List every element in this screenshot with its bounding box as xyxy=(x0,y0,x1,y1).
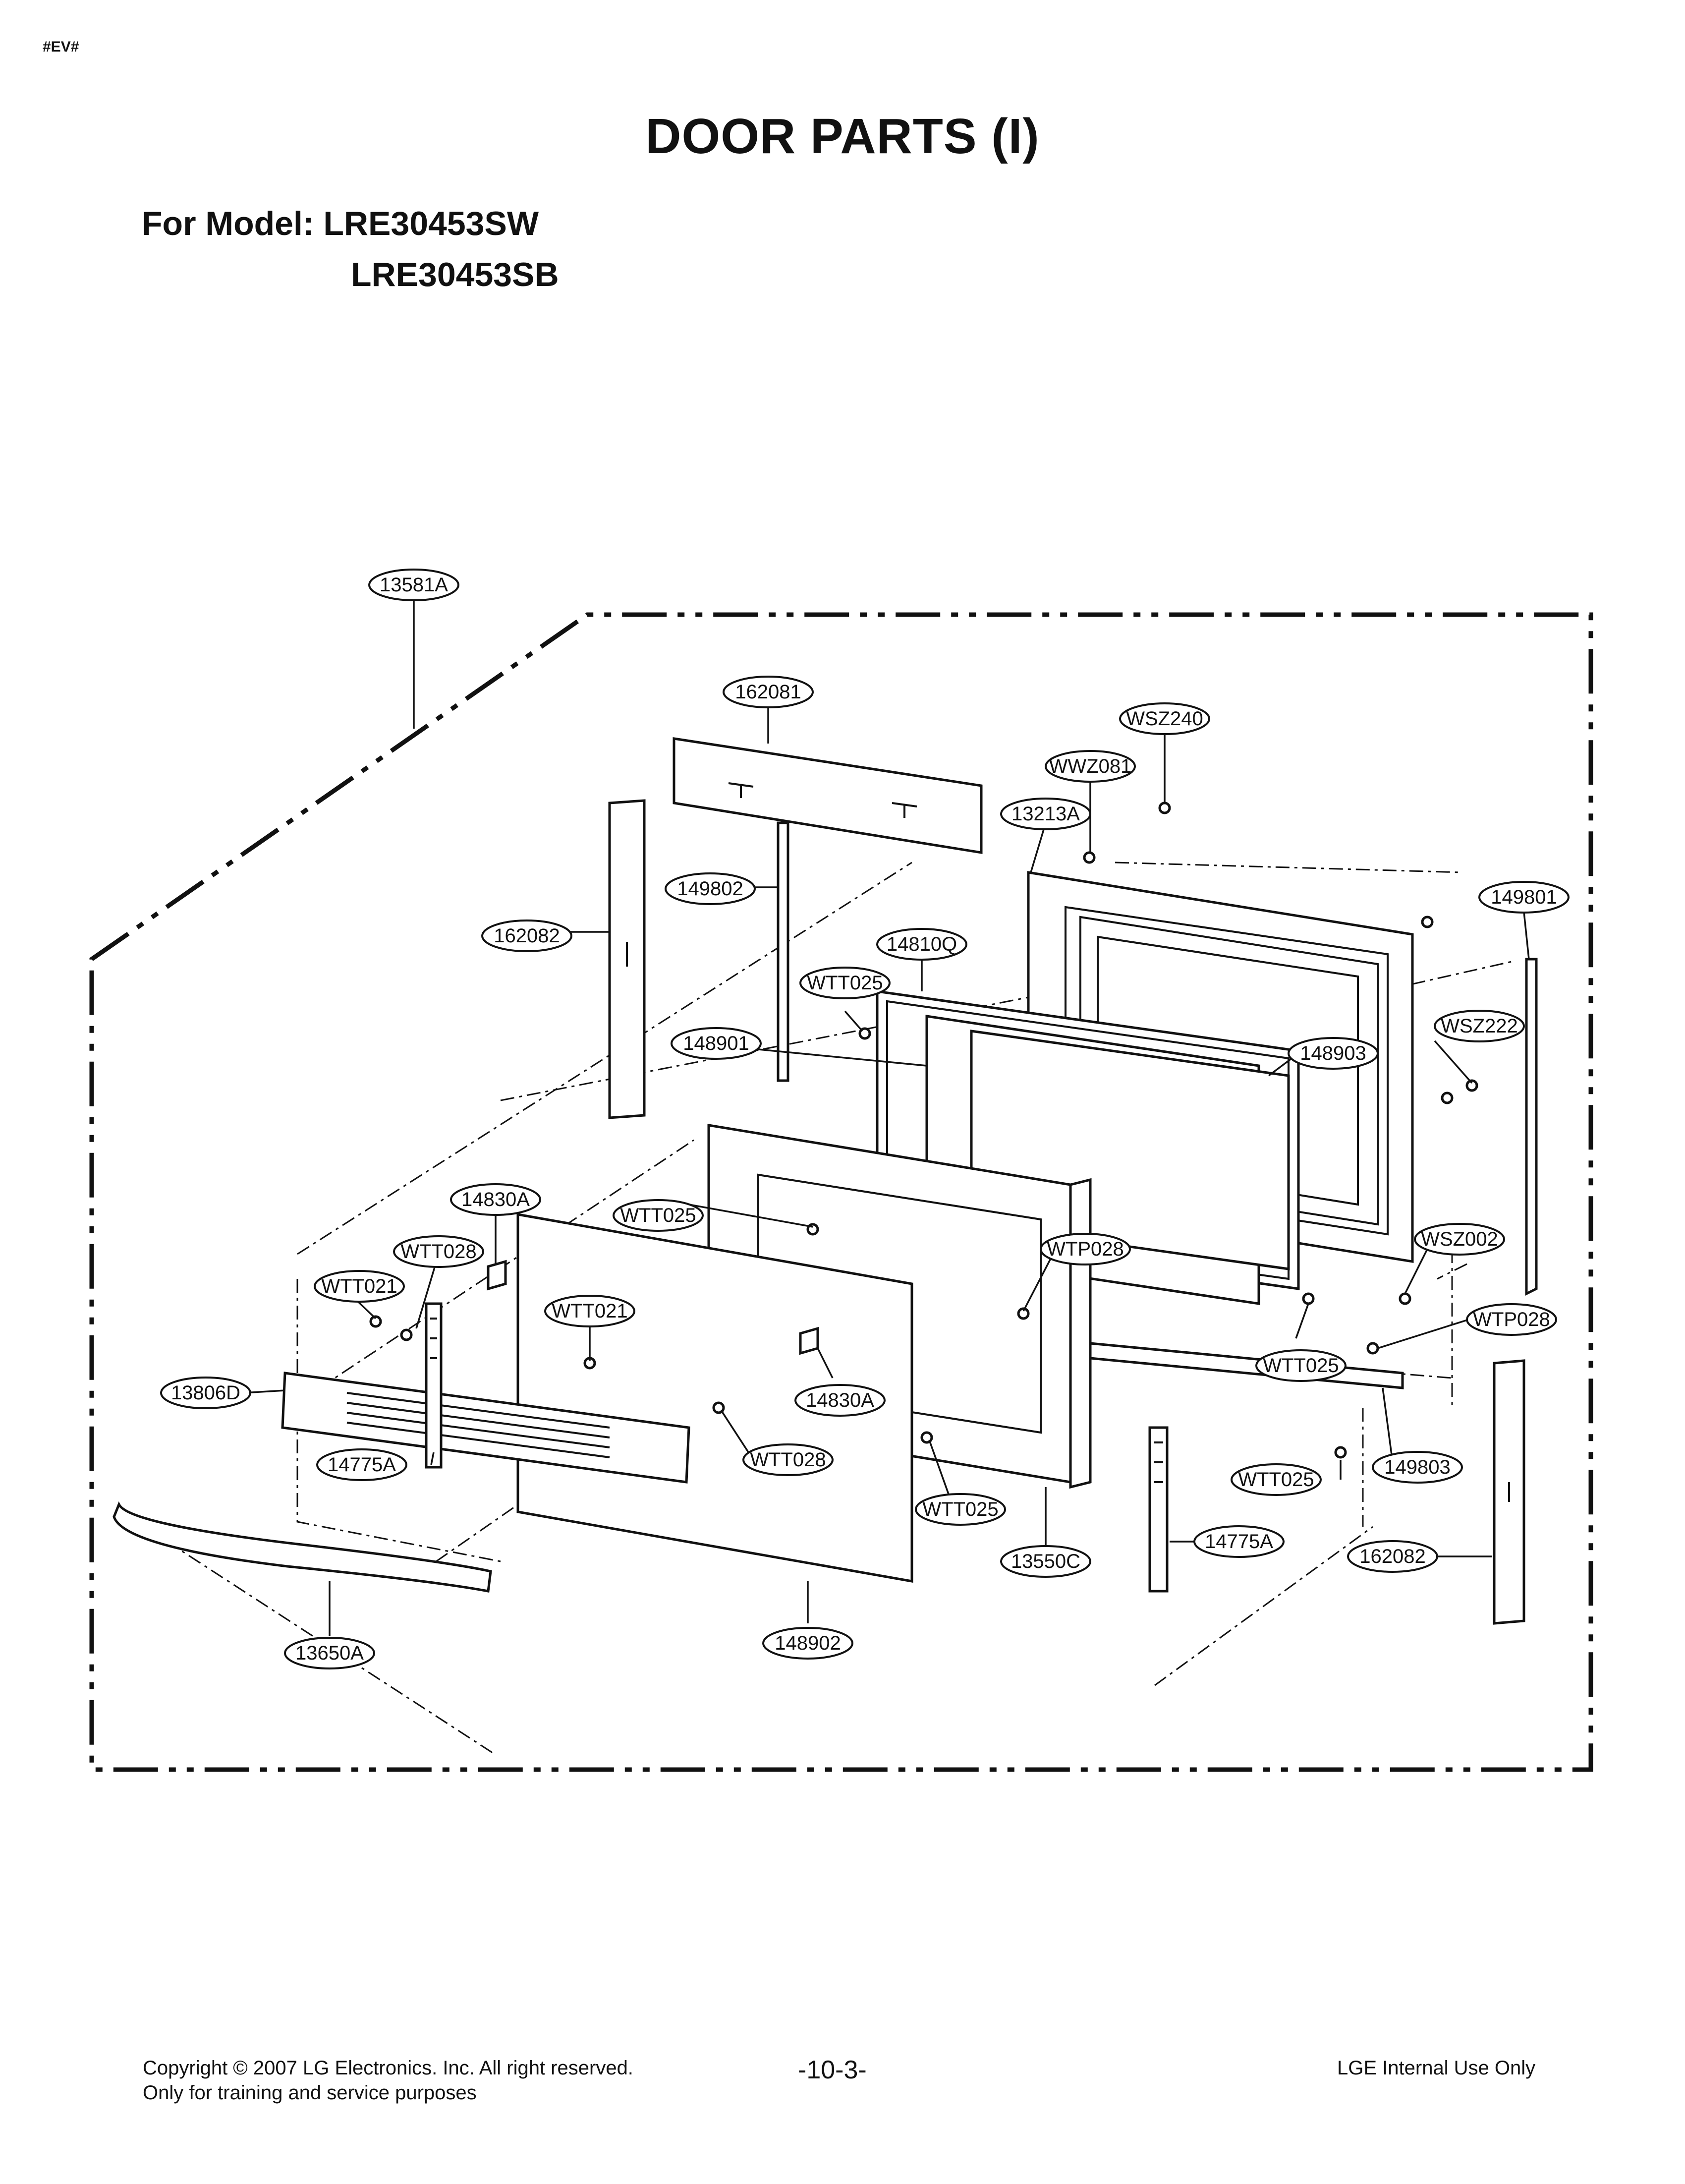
callout-13550C: 13550C xyxy=(1000,1545,1091,1578)
svg-text:162082: 162082 xyxy=(494,925,560,947)
callout-WWZ081: WWZ081 xyxy=(1045,750,1136,783)
copyright-notice: Copyright © 2007 LG Electronics. Inc. Al… xyxy=(143,2057,633,2079)
callout-WTT025-c: WTT025 xyxy=(1255,1349,1347,1382)
callout-WTP028-b: WTP028 xyxy=(1466,1303,1557,1336)
svg-text:13581A: 13581A xyxy=(380,574,448,596)
callout-148903: 148903 xyxy=(1288,1037,1379,1070)
svg-text:14775A: 14775A xyxy=(328,1454,396,1476)
svg-text:WWZ081: WWZ081 xyxy=(1049,755,1132,777)
callout-WTT021-b: WTT021 xyxy=(544,1295,635,1327)
callout-148902: 148902 xyxy=(762,1627,853,1660)
svg-text:WTT025: WTT025 xyxy=(807,972,883,994)
document-tag: #EV# xyxy=(43,39,79,55)
svg-text:WSZ222: WSZ222 xyxy=(1441,1015,1518,1037)
svg-text:14810Q: 14810Q xyxy=(887,933,957,955)
model-alt: LRE30453SB xyxy=(351,256,559,293)
svg-text:14830A: 14830A xyxy=(461,1189,530,1210)
svg-text:WTT025: WTT025 xyxy=(1263,1355,1339,1377)
part-149803 xyxy=(1089,1342,1404,1389)
svg-text:WTP028: WTP028 xyxy=(1473,1309,1550,1330)
svg-text:13650A: 13650A xyxy=(295,1642,364,1664)
callout-149803: 149803 xyxy=(1372,1451,1463,1484)
callout-14810Q: 14810Q xyxy=(876,928,967,961)
part-14830A-lower xyxy=(799,1326,819,1355)
svg-text:148901: 148901 xyxy=(683,1033,749,1054)
callout-WTT025-b: WTT025 xyxy=(613,1199,704,1232)
part-14775A-right xyxy=(1148,1426,1169,1593)
callout-162081: 162081 xyxy=(723,676,814,708)
page-number: -10-3- xyxy=(798,2056,867,2084)
svg-text:WTP028: WTP028 xyxy=(1047,1238,1124,1260)
callout-WSZ240: WSZ240 xyxy=(1119,702,1210,735)
part-13650A xyxy=(112,1501,492,1593)
part-14830A-upper xyxy=(487,1260,507,1291)
svg-text:WTT025: WTT025 xyxy=(620,1205,696,1226)
callout-14830A-lower: 14830A xyxy=(794,1384,886,1417)
callout-13213A: 13213A xyxy=(1000,798,1091,830)
model-label: For Model: LRE30453SW xyxy=(142,205,539,242)
callout-14775A-right: 14775A xyxy=(1193,1525,1285,1558)
callout-WTP028-a: WTP028 xyxy=(1040,1233,1131,1265)
callout-WTT021-a: WTT021 xyxy=(314,1270,405,1303)
callout-148901: 148901 xyxy=(671,1027,762,1060)
svg-text:13213A: 13213A xyxy=(1011,803,1080,825)
part-162082-left xyxy=(608,799,646,1119)
svg-text:WSZ002: WSZ002 xyxy=(1421,1228,1498,1250)
svg-text:149801: 149801 xyxy=(1491,886,1557,908)
training-notice: Only for training and service purposes xyxy=(143,2082,477,2104)
callout-WSZ002: WSZ002 xyxy=(1414,1223,1505,1256)
part-162081 xyxy=(673,737,983,854)
callout-14775A-left: 14775A xyxy=(316,1448,407,1481)
svg-text:14830A: 14830A xyxy=(806,1389,874,1411)
page-title: DOOR PARTS (I) xyxy=(645,109,1040,164)
callout-13806D: 13806D xyxy=(160,1377,251,1409)
svg-text:149802: 149802 xyxy=(677,878,743,900)
svg-text:WTT021: WTT021 xyxy=(321,1275,397,1297)
svg-text:162082: 162082 xyxy=(1359,1546,1425,1567)
callout-WTT028-b: WTT028 xyxy=(742,1443,834,1476)
svg-text:149803: 149803 xyxy=(1384,1456,1450,1478)
svg-text:WTT021: WTT021 xyxy=(552,1300,627,1322)
callout-WTT025-d: WTT025 xyxy=(915,1493,1006,1526)
callout-WTT028-a: WTT028 xyxy=(393,1235,484,1268)
callout-13650A: 13650A xyxy=(284,1637,375,1669)
internal-use-notice: LGE Internal Use Only xyxy=(1337,2057,1536,2079)
callout-149802: 149802 xyxy=(665,872,756,905)
callout-149801: 149801 xyxy=(1478,881,1570,914)
svg-text:WTT025: WTT025 xyxy=(922,1498,998,1520)
callout-WSZ222: WSZ222 xyxy=(1434,1010,1525,1042)
callout-13581A: 13581A xyxy=(368,569,459,601)
svg-text:14775A: 14775A xyxy=(1205,1531,1273,1552)
callout-162082-left: 162082 xyxy=(481,920,572,952)
part-162082-right xyxy=(1493,1359,1525,1625)
svg-text:WSZ240: WSZ240 xyxy=(1126,708,1203,730)
callout-WTT025-e: WTT025 xyxy=(1231,1463,1322,1496)
svg-text:148903: 148903 xyxy=(1300,1042,1366,1064)
svg-text:162081: 162081 xyxy=(735,681,801,703)
assembly-boundary xyxy=(89,612,1593,1772)
callout-WTT025-a: WTT025 xyxy=(799,967,891,999)
callout-162082-right: 162082 xyxy=(1347,1540,1438,1573)
callout-14830A-upper: 14830A xyxy=(450,1183,541,1216)
svg-text:148902: 148902 xyxy=(775,1632,841,1654)
svg-text:WTT025: WTT025 xyxy=(1238,1469,1314,1491)
svg-text:13806D: 13806D xyxy=(171,1382,240,1404)
svg-text:WTT028: WTT028 xyxy=(750,1449,826,1471)
part-14775A-left xyxy=(425,1302,443,1469)
svg-text:13550C: 13550C xyxy=(1011,1551,1080,1572)
part-13806D xyxy=(281,1372,690,1484)
part-149801 xyxy=(1525,958,1538,1296)
leader-lines xyxy=(242,595,1530,1636)
svg-text:WTT028: WTT028 xyxy=(400,1241,476,1263)
part-149802 xyxy=(777,821,789,1082)
